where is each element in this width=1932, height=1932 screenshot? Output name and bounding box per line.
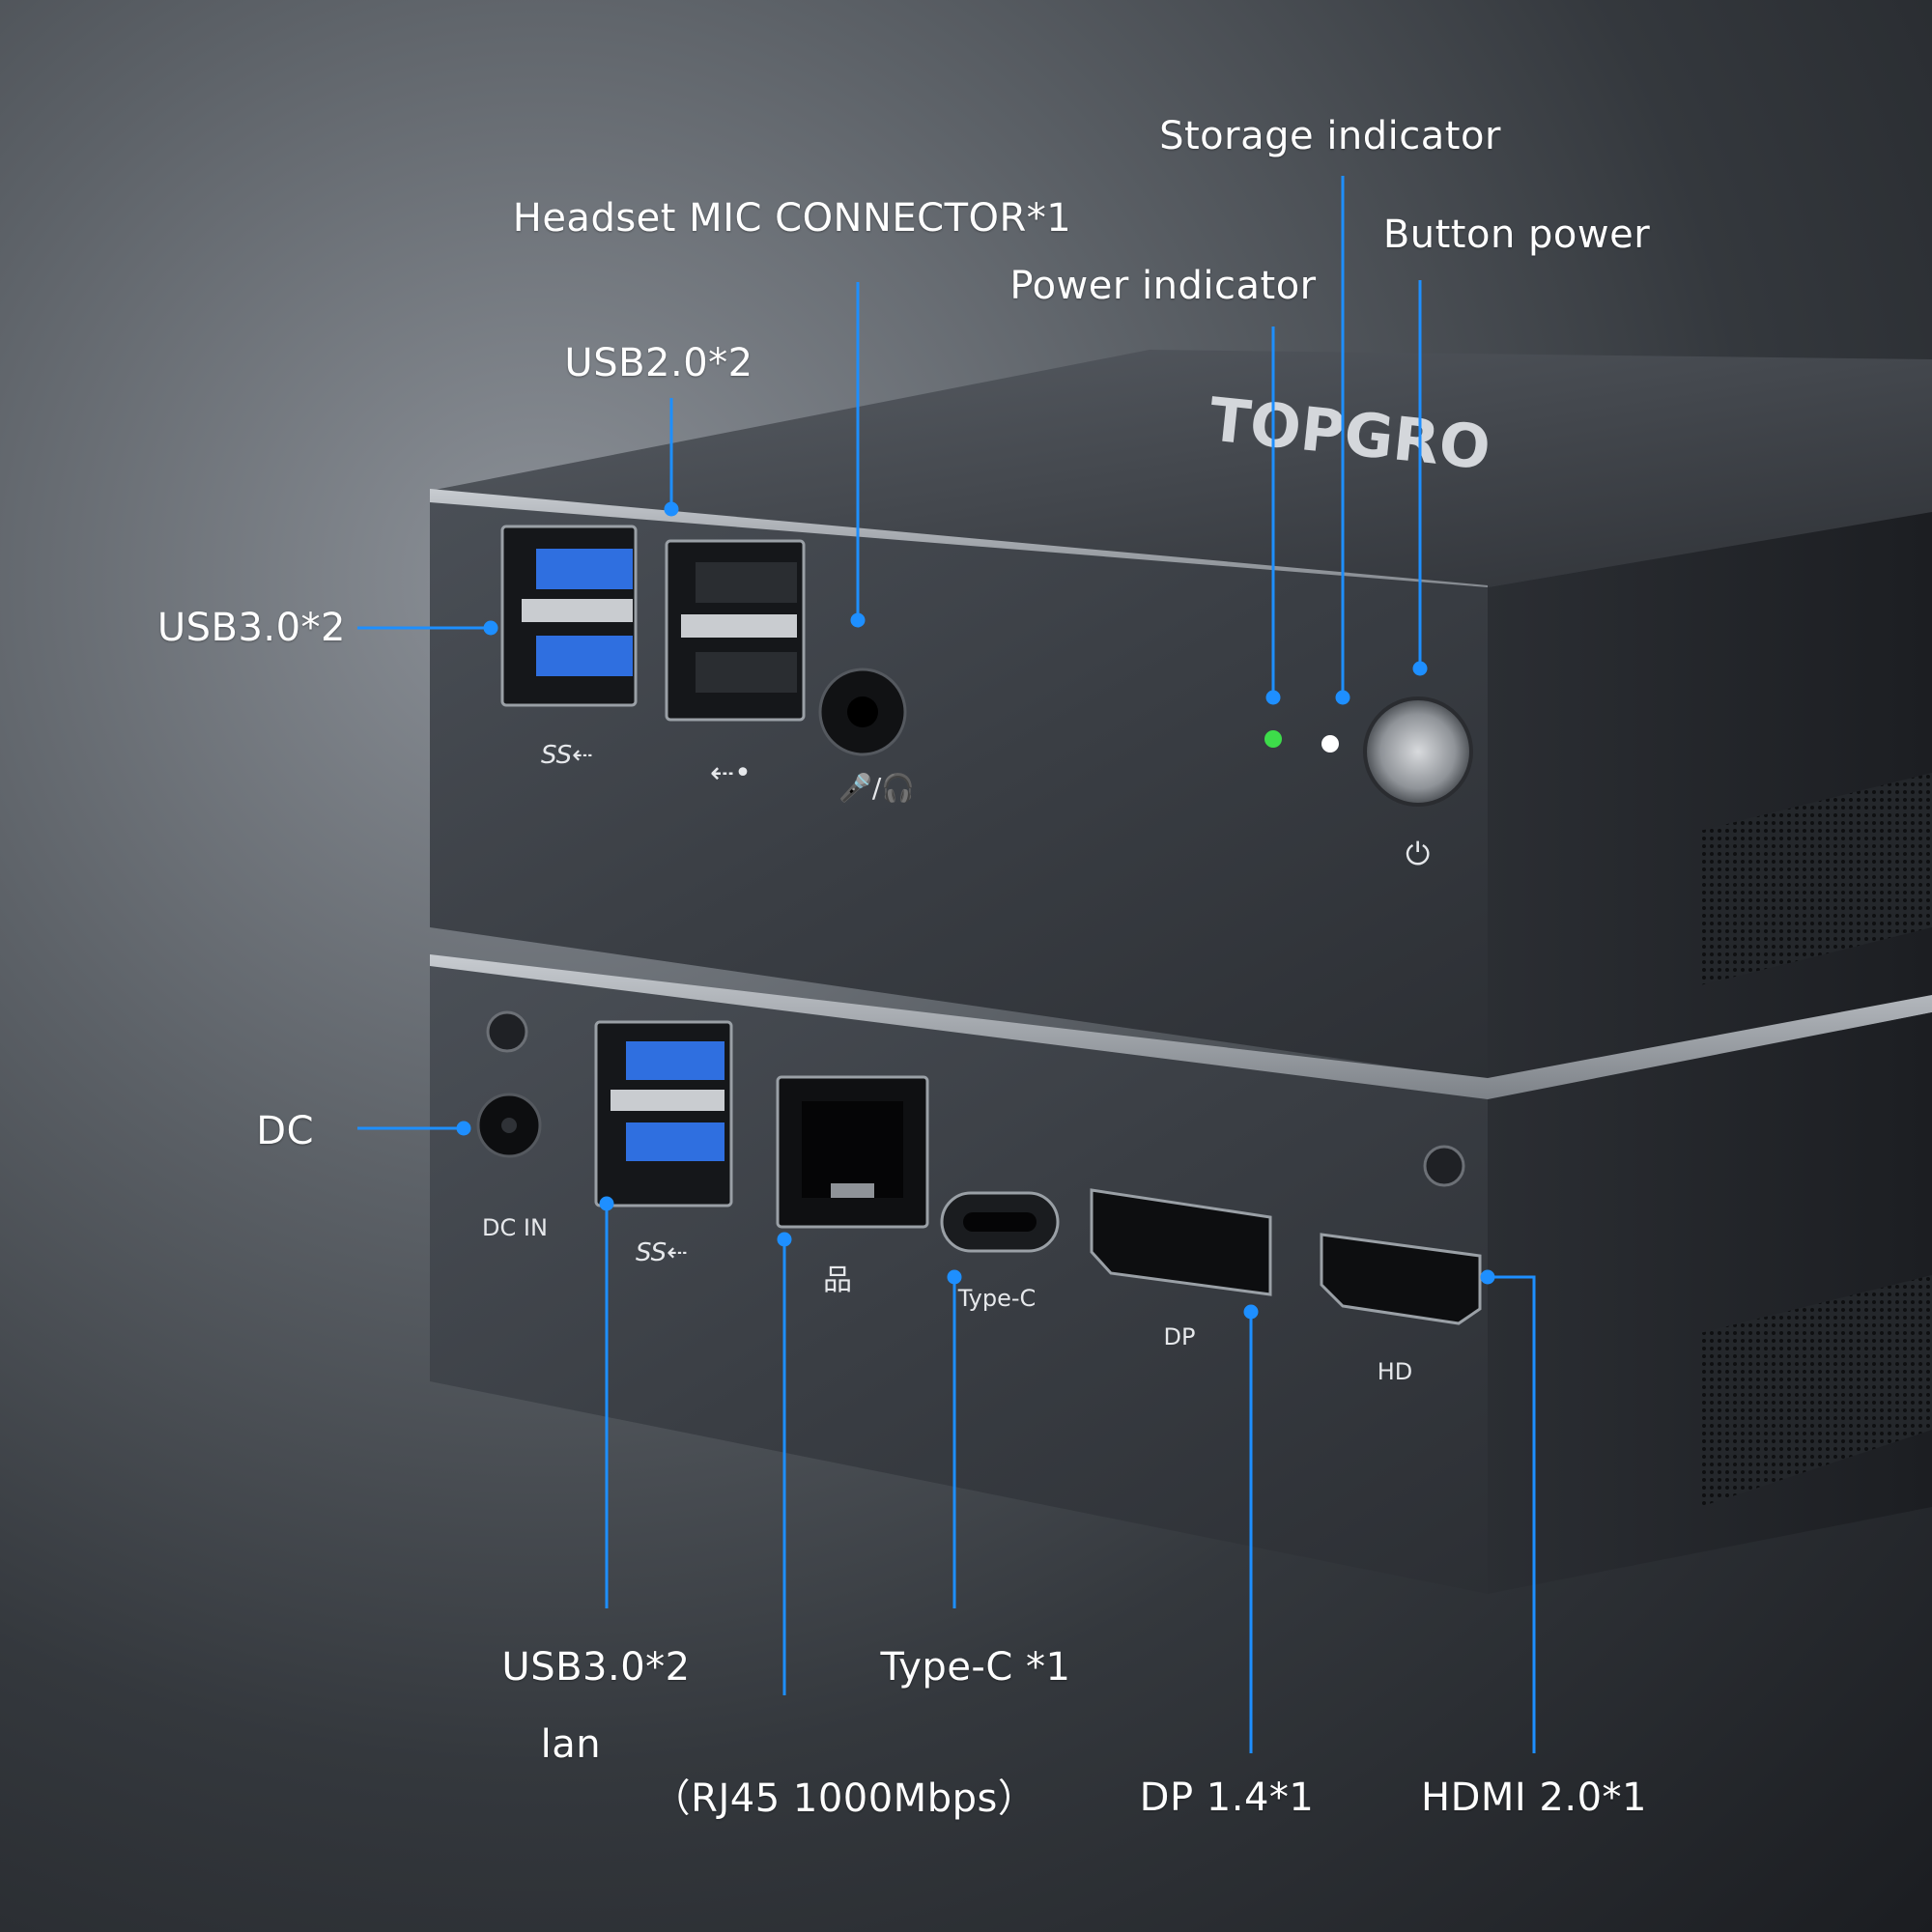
power-indicator-led <box>1264 730 1282 748</box>
displayport[interactable] <box>1090 1188 1272 1296</box>
type-c-port[interactable] <box>940 1191 1060 1253</box>
type-c-port-label: Type-C <box>957 1285 1037 1312</box>
dc-in-jack[interactable] <box>476 1093 542 1158</box>
mic-headphone-icon: 🎤/🎧 <box>838 771 915 804</box>
power-button[interactable] <box>1363 696 1473 807</box>
storage-indicator-callout: Storage indicator <box>1159 114 1501 158</box>
storage-indicator-led <box>1321 735 1339 753</box>
lan-callout-line2: （RJ45 1000Mbps） <box>651 1776 1037 1821</box>
lan-callout-line1: lan <box>540 1722 602 1767</box>
superspeed-usb-icon: SS⇠ <box>541 741 593 770</box>
usb-icon: ⇠• <box>710 756 752 790</box>
leader-hdmi <box>1488 1275 1536 1753</box>
bottom-unit-vent <box>1700 1275 1932 1507</box>
usb3-bottom-callout: USB3.0*2 <box>501 1645 691 1690</box>
power-icon: ⏻ <box>1406 836 1430 872</box>
dp-port-label: DP <box>1163 1323 1196 1350</box>
leader-lines <box>357 176 1536 1753</box>
button-power-callout: Button power <box>1382 213 1651 257</box>
headset-mic-callout: Headset MIC CONNECTOR*1 <box>512 196 1072 241</box>
lan-port[interactable] <box>776 1075 929 1229</box>
top-unit: TOPGRO <box>430 350 1932 1080</box>
dc-in-label: DC IN <box>482 1214 548 1241</box>
usb3-top-callout: USB3.0*2 <box>156 606 346 650</box>
network-icon: 品 <box>823 1264 852 1297</box>
usb2-callout: USB2.0*2 <box>564 341 753 385</box>
power-indicator-callout: Power indicator <box>1009 264 1317 308</box>
usb2-ports[interactable] <box>665 539 806 722</box>
superspeed-usb-icon-bottom: SS⇠ <box>636 1238 688 1267</box>
top-unit-vent <box>1700 773 1932 985</box>
screw-right <box>1423 1145 1465 1187</box>
hd-port-label: HD <box>1377 1358 1413 1385</box>
dc-callout: DC <box>256 1109 314 1153</box>
type-c-callout: Type-C *1 <box>880 1645 1071 1690</box>
dp-callout: DP 1.4*1 <box>1139 1776 1315 1820</box>
lan-callout: lan （RJ45 1000Mbps） <box>541 1722 1037 1823</box>
hdmi-port[interactable] <box>1320 1233 1482 1325</box>
hdmi-callout: HDMI 2.0*1 <box>1421 1776 1647 1820</box>
headset-mic-jack[interactable] <box>818 668 907 756</box>
usb3-ports-top[interactable] <box>500 525 638 707</box>
screw-left <box>486 1010 528 1053</box>
usb3-ports-bottom[interactable] <box>594 1020 733 1208</box>
